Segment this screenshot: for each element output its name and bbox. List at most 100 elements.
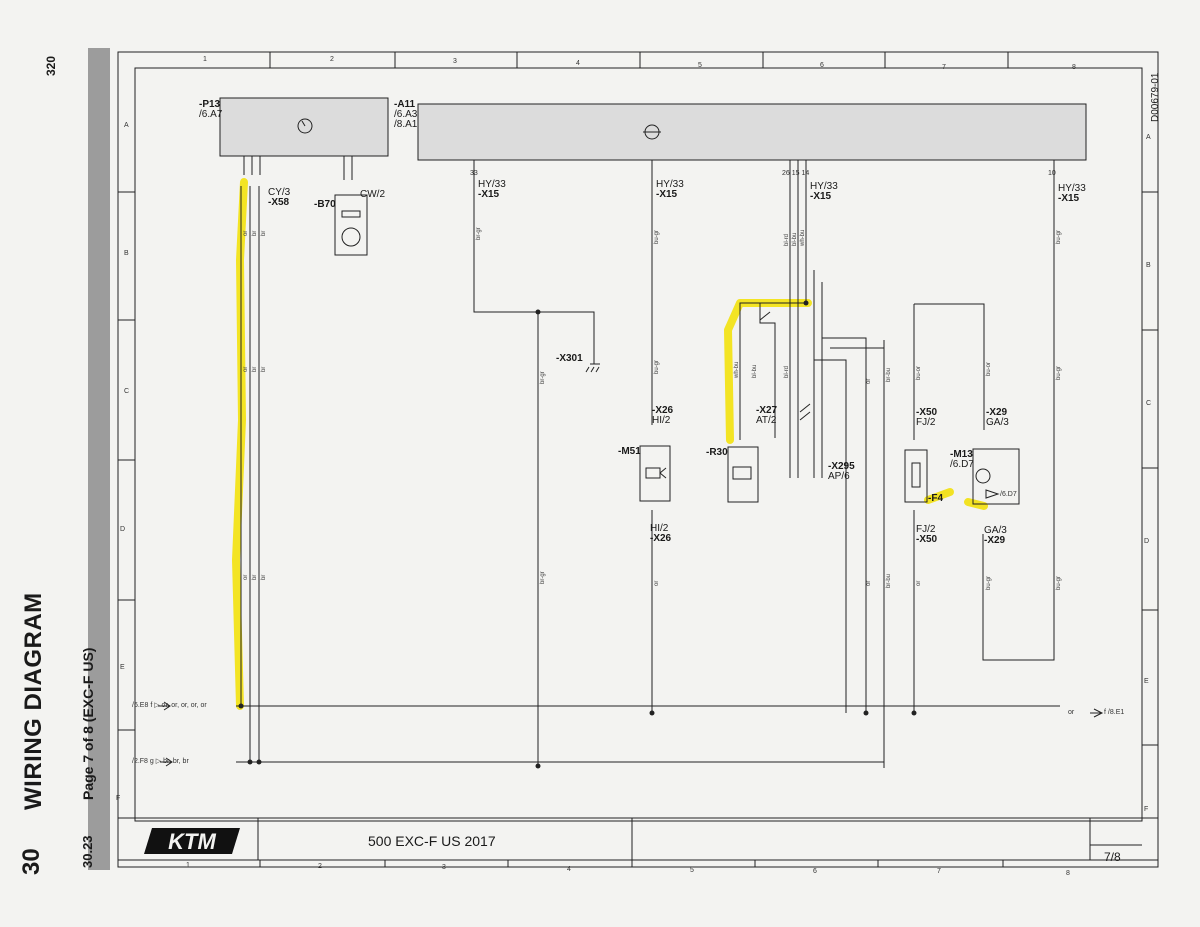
wire-label: bl-bu: [752, 364, 758, 378]
inner-frame: [134, 67, 1143, 822]
wire-label: or: [243, 574, 249, 580]
grid-col-bottom-3: 3: [442, 864, 446, 871]
wire-label: bu-or: [916, 365, 922, 380]
wire-label: or: [654, 580, 660, 586]
grid-col-2: 2: [330, 56, 334, 63]
wire-label: or: [866, 580, 872, 586]
wire-label: or: [866, 378, 872, 384]
grid-row-a-right: A: [1146, 134, 1151, 141]
x50-bottom-label: FJ/2-X50: [916, 524, 938, 545]
grid-col-1: 1: [203, 56, 207, 63]
m51-name: -M51: [618, 446, 641, 457]
wire-label: wh-bu: [734, 361, 740, 378]
a11-name: -A11/6.A3/8.A1: [394, 99, 418, 130]
x15-1-pin: 33: [470, 170, 478, 177]
grid-col-bottom-6: 6: [813, 868, 817, 875]
wire-label: br-gr: [540, 571, 546, 584]
x301-label: -X301: [556, 353, 583, 364]
b70-spec: CW/2: [360, 189, 385, 200]
wire-label: bu-gr: [1056, 229, 1062, 244]
wire-label: bu-or: [986, 361, 992, 376]
x58-label: CY/3-X58: [268, 187, 291, 208]
x26-bottom-label: HI/2-X26: [650, 523, 672, 544]
grid-col-5: 5: [698, 62, 702, 69]
x15-3-label: HY/33-X15: [810, 181, 838, 202]
grid-col-bottom-1: 1: [186, 862, 190, 869]
m13-inner-ref: /6.D7: [1000, 491, 1017, 498]
grid-row-b-right: B: [1146, 262, 1151, 269]
grid-col-bottom-8: 8: [1066, 870, 1070, 877]
outer-frame: [117, 51, 1159, 868]
wire-label: br: [261, 366, 267, 372]
wire-label: br: [261, 230, 267, 236]
wire-label: br-gr: [476, 227, 482, 240]
b70-name: -B70: [314, 199, 336, 210]
wire-label: br: [252, 366, 258, 372]
cross-ref-left-1: /6.E8 f ▷ or, or, or, or, or: [132, 702, 207, 709]
wire-label: or: [243, 366, 249, 372]
grid-row-e: E: [120, 664, 125, 671]
wire-label: bl-rd: [784, 233, 790, 246]
model-title: 500 EXC-F US 2017: [368, 833, 496, 849]
wire-label: br: [252, 230, 258, 236]
wire-label: br-bu: [886, 367, 892, 382]
wire-label: wh-bu: [800, 229, 806, 246]
r30-component: [727, 446, 759, 503]
cross-ref-right-wire: or: [1068, 709, 1075, 716]
grid-row-f: F: [116, 795, 121, 802]
f4-name: -F4: [928, 493, 943, 504]
grid-row-a: A: [124, 122, 129, 129]
wire-label: br-bu: [886, 573, 892, 588]
x15-4-pin: 10: [1048, 170, 1056, 177]
ktm-logo: KTM: [144, 828, 240, 854]
grid-col-bottom-5: 5: [690, 867, 694, 874]
grid-col-bottom-2: 2: [318, 863, 322, 870]
wire-label: bl-bu: [792, 232, 798, 246]
wire-label: bu-gr: [654, 229, 660, 244]
svg-text:KTM: KTM: [168, 829, 216, 854]
wire-label: bu-gr: [1056, 365, 1062, 380]
wire-label: bl-rd: [784, 365, 790, 378]
x15-4-label: HY/33-X15: [1058, 183, 1086, 204]
grid-row-f-right: F: [1144, 806, 1149, 813]
r30-name: -R30: [706, 447, 728, 458]
wire-label: br: [261, 574, 267, 580]
side-band: [88, 48, 110, 870]
sheet-index: 7/8: [1104, 850, 1121, 864]
grid-row-d-right: D: [1144, 538, 1150, 545]
grid-row-b: B: [124, 250, 129, 257]
wire-label: br-gr: [540, 371, 546, 384]
f4-fuse: [904, 449, 928, 503]
grid-row-c-right: C: [1146, 400, 1152, 407]
p13-box: [219, 97, 389, 157]
grid-row-d: D: [120, 526, 126, 533]
p13-name: -P13/6.A7: [199, 99, 223, 120]
document-id: D00679-01: [1150, 72, 1161, 122]
gauge-icon: [297, 118, 313, 134]
x15-3-pins: 26 15 14: [782, 170, 810, 177]
grid-col-8: 8: [1072, 64, 1076, 71]
x15-2-label: HY/33-X15: [656, 179, 684, 200]
wire-label: bu-gr: [654, 359, 660, 374]
wire-label: or: [243, 230, 249, 236]
m51-component: [639, 445, 671, 502]
grid-col-4: 4: [576, 60, 580, 67]
wire-label: bu-gr: [1056, 575, 1062, 590]
cross-ref-right: f /8.E1: [1104, 709, 1125, 716]
grid-col-7: 7: [942, 64, 946, 71]
a11-box: [417, 103, 1087, 161]
grid-row-e-right: E: [1144, 678, 1149, 685]
wire-label: or: [916, 580, 922, 586]
grid-col-bottom-7: 7: [937, 868, 941, 875]
cross-ref-left-2: /2.F8 g ▷ br, br, br: [132, 758, 189, 765]
x29-bottom-label: GA/3-X29: [984, 525, 1007, 546]
x15-1-label: HY/33-X15: [478, 179, 506, 200]
highlighter-marks: [232, 178, 988, 710]
wire-label: br: [252, 574, 258, 580]
grid-row-c: C: [124, 388, 130, 395]
grid-col-bottom-4: 4: [567, 866, 571, 873]
